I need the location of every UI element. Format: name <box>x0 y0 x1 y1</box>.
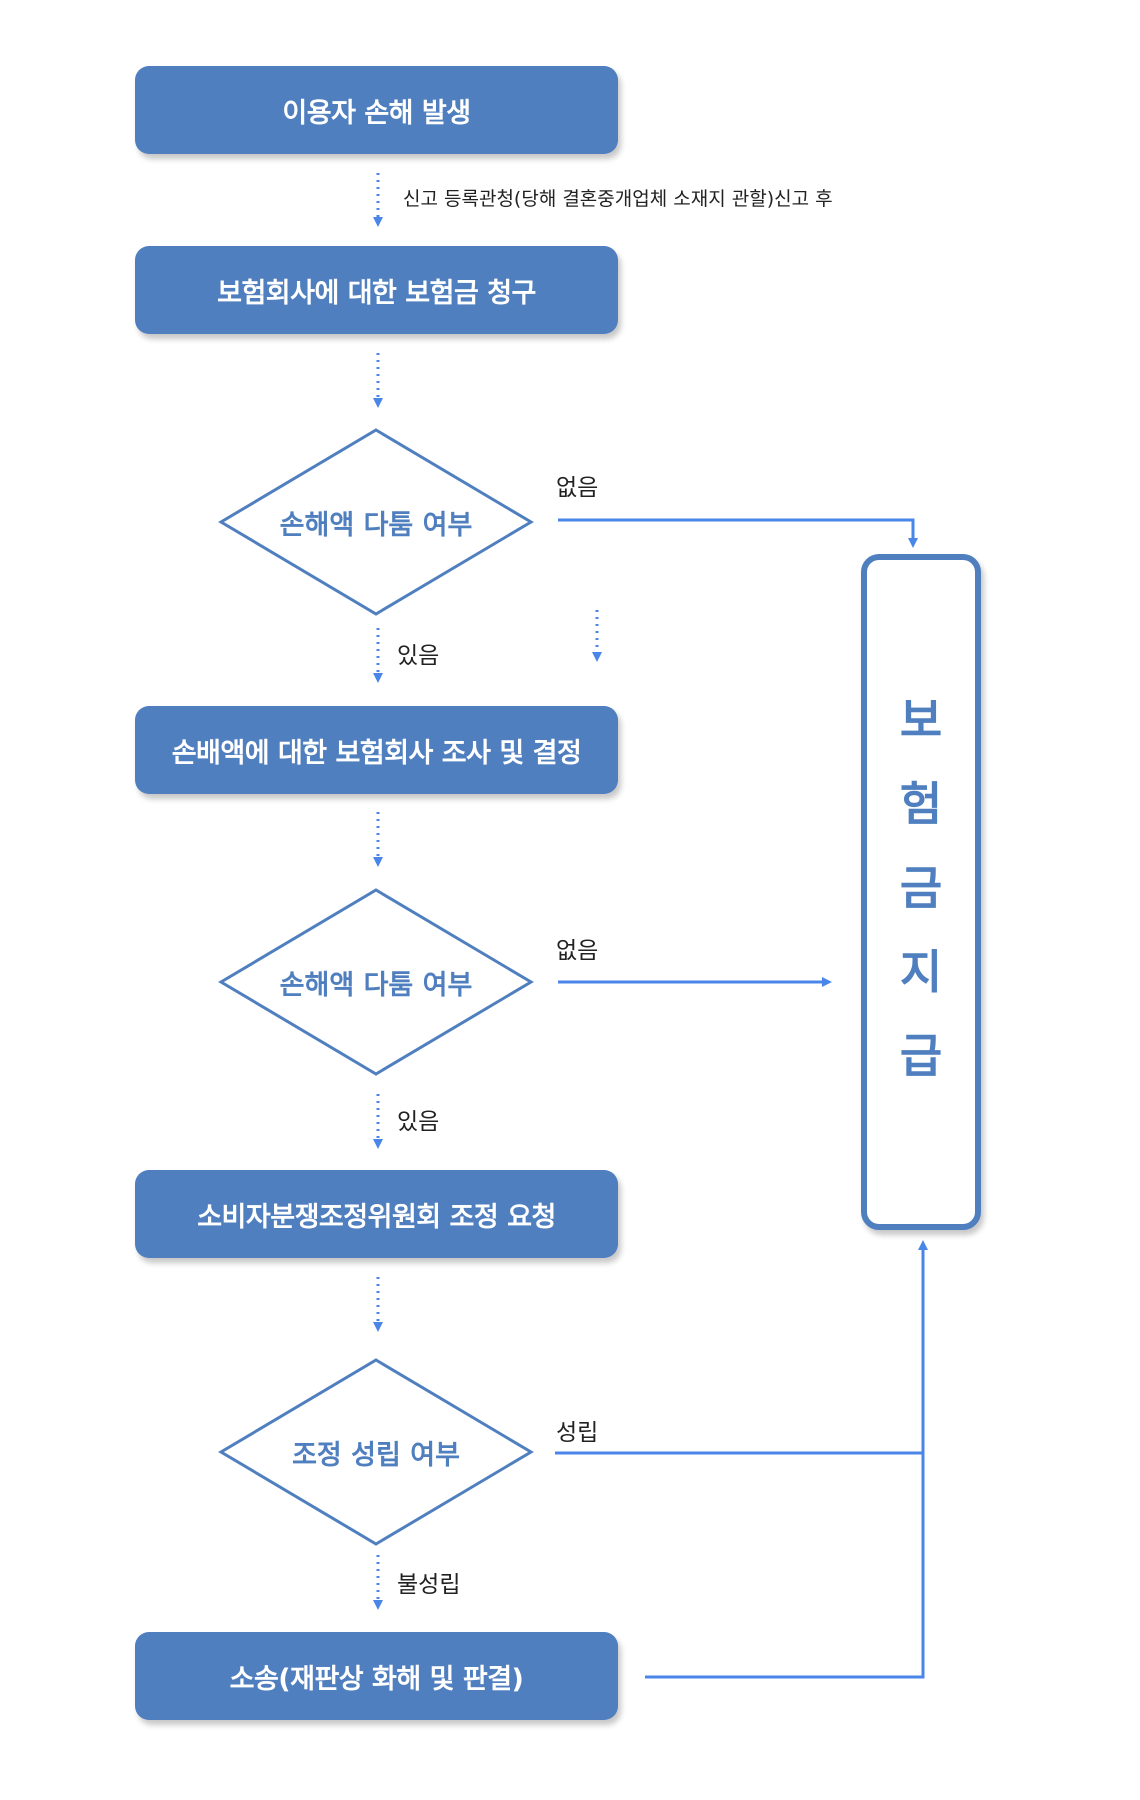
decision-label-dispute-1: 손해액 다툼 여부 <box>279 509 473 541</box>
decision-diamond-dispute-1 <box>218 428 534 616</box>
payout-char: 보 <box>899 693 943 747</box>
edge-label-established: 성립 <box>556 1420 599 1446</box>
edge-label-yes-2: 있음 <box>397 1109 440 1135</box>
payout-char: 급 <box>899 1029 943 1083</box>
step-mediation-request: 소비자분쟁조정위원회 조정 요청 <box>135 1170 618 1258</box>
payout-char: 금 <box>899 861 943 915</box>
payout-char: 험 <box>899 777 943 831</box>
connector-dispute1-none-to-payout <box>558 518 918 548</box>
step-damage-occurred: 이용자 손해 발생 <box>135 66 618 154</box>
decision-label-dispute-2: 손해액 다툼 여부 <box>279 969 473 1001</box>
edge-label-yes-1: 있음 <box>397 643 440 669</box>
decision-diamond-mediation-result <box>218 1358 534 1546</box>
solid-connectors <box>555 518 928 1679</box>
step-lawsuit: 소송(재판상 화해 및 판결) <box>135 1632 618 1720</box>
edge-label-none-1: 없음 <box>556 475 599 501</box>
connector-lawsuit-to-payout <box>645 1240 928 1679</box>
note-report-first: 신고 등록관청(당해 결혼중개업체 소재지 관할)신고 후 <box>403 188 833 210</box>
payout-box: 보 험 금 지 급 <box>861 554 981 1230</box>
step-insurance-claim: 보험회사에 대한 보험금 청구 <box>135 246 618 334</box>
dotted-connectors <box>373 173 602 1610</box>
payout-char: 지 <box>899 945 943 999</box>
step-insurer-investigation: 손배액에 대한 보험회사 조사 및 결정 <box>135 706 618 794</box>
decision-diamond-dispute-2 <box>218 888 534 1076</box>
edge-label-not-established: 불성립 <box>397 1572 461 1598</box>
edge-label-none-2: 없음 <box>556 938 599 964</box>
decision-diamonds <box>218 428 534 1546</box>
decision-label-mediation-result: 조정 성립 여부 <box>292 1439 460 1471</box>
